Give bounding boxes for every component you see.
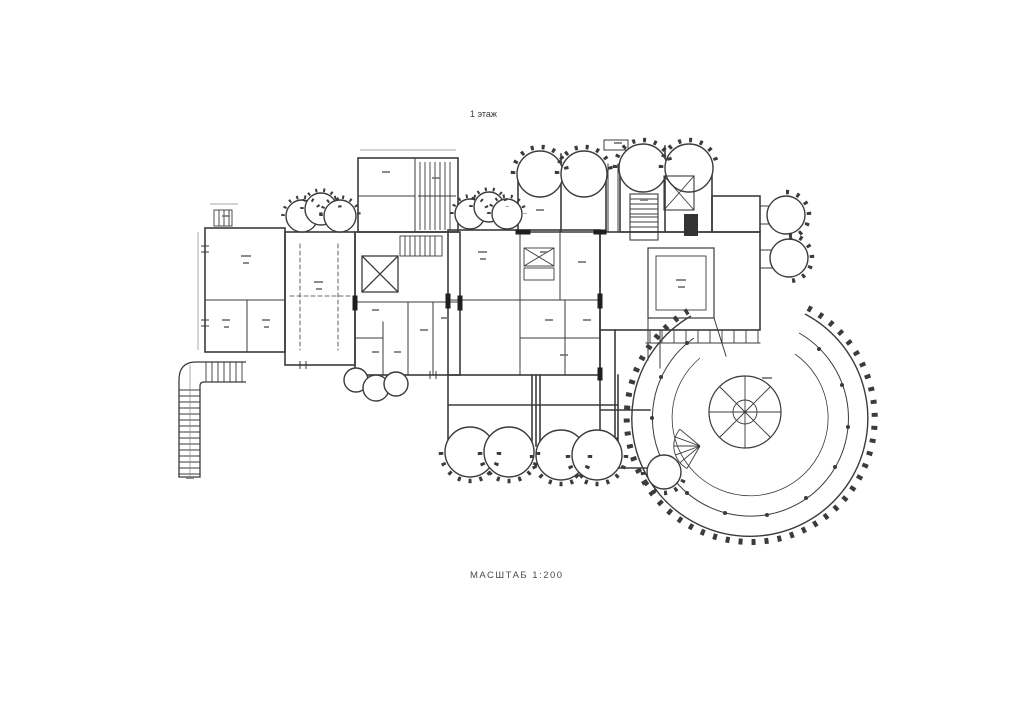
elevator-shaft-east xyxy=(663,175,695,211)
south-bay xyxy=(571,429,623,481)
central-south-lobe xyxy=(383,371,409,397)
terrace-outer-wall xyxy=(631,313,869,537)
wall-poche-marks xyxy=(352,229,618,451)
central-top-block xyxy=(357,157,459,233)
spiral-stair xyxy=(673,428,701,469)
east-teeth xyxy=(785,189,815,284)
mid-tower-lobe xyxy=(491,198,523,230)
hall-column-grid xyxy=(289,243,353,351)
north-bay xyxy=(664,143,714,193)
square-hall-inner xyxy=(655,255,707,311)
east-appendage xyxy=(711,195,761,233)
north-bay xyxy=(560,150,608,198)
wardrobe-closets xyxy=(523,247,555,281)
scale-label: МАСШТАБ 1:200 xyxy=(470,570,564,581)
terrace-round-room xyxy=(708,375,782,449)
north-neck-walls xyxy=(607,163,619,233)
main-stair-steps xyxy=(418,162,456,230)
elevator-shaft-central xyxy=(361,255,399,293)
terrace-crenellated-edge xyxy=(623,305,878,545)
terrace-mid-arc xyxy=(652,332,849,517)
terrace-inner-arc xyxy=(671,353,829,497)
crenellation-teeth xyxy=(281,137,815,496)
south-teeth xyxy=(438,451,688,496)
north-bay-set2-walls xyxy=(619,145,713,233)
dimension-leader-lines xyxy=(189,149,456,476)
top-left-small-stair xyxy=(213,209,233,227)
window-ticks xyxy=(201,245,437,379)
central-partitions xyxy=(354,157,461,376)
south-bay-set1-walls xyxy=(447,374,619,447)
top-stub xyxy=(603,139,629,151)
terrace-connectors xyxy=(647,317,727,369)
circular-terrace xyxy=(623,305,878,545)
nw-tower-lobe xyxy=(323,199,357,233)
room-label-marks xyxy=(186,142,772,479)
left-wing-partitions xyxy=(204,227,286,353)
south-bay xyxy=(483,426,535,478)
mid-stair xyxy=(399,235,443,257)
floor-title: 1 этаж xyxy=(470,109,497,119)
square-hall-outer xyxy=(647,247,715,319)
east-tower-stubs xyxy=(759,205,773,269)
exterior-interior-walls xyxy=(204,139,773,471)
colonnade-comb xyxy=(645,329,761,344)
left-hall-block xyxy=(284,231,356,366)
exterior-stair-left-steps xyxy=(179,362,243,475)
east-tower xyxy=(766,195,806,235)
dimension-marks xyxy=(186,142,772,479)
left-wing-room-block xyxy=(204,227,286,353)
east-tower xyxy=(769,238,809,278)
south-corridor-walls xyxy=(599,329,651,471)
north-bay xyxy=(618,143,668,193)
south-small-bay xyxy=(646,454,682,490)
right-center-partitions xyxy=(447,229,601,376)
solid-shaft xyxy=(684,214,698,236)
south-bay-set2-walls xyxy=(539,374,619,449)
